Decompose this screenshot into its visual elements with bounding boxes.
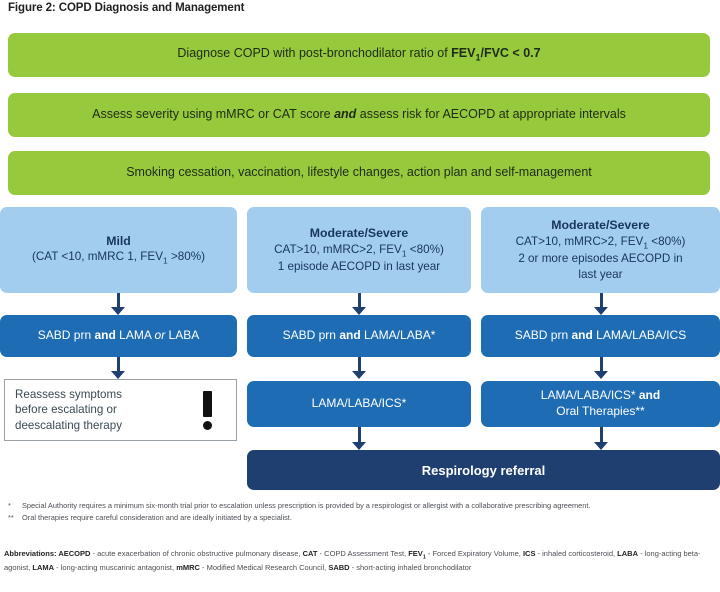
treatment-text: SABD prn and LAMA or LABA <box>37 328 200 343</box>
banner-assess-severity-text: Assess severity using mMRC or CAT score … <box>92 107 626 122</box>
criteria-line: 2 or more episodes AECOPD in <box>518 252 683 266</box>
criteria-title-moderate-severe-1: Moderate/Severe <box>309 225 409 240</box>
criteria-line: CAT>10, mMRC>2, FEV1 <80%) <box>515 234 686 250</box>
treatment-box-ms2-1: SABD prn and LAMA/LABA/ICS <box>481 315 720 357</box>
criteria-line: 1 episode AECOPD in last year <box>277 260 441 274</box>
reassess-text: Reassess symptoms before escalating or d… <box>15 387 192 433</box>
footnote-marker: ** <box>8 513 14 523</box>
footnote-row: * Special Authority requires a minimum s… <box>8 500 712 511</box>
abbreviations-block: Abbreviations: AECOPD - acute exacerbati… <box>4 548 716 575</box>
footnote-text: Special Authority requires a minimum six… <box>22 501 591 510</box>
reassess-line-2: before escalating or <box>15 403 117 417</box>
column-mild: Mild (CAT <10, mMRC 1, FEV1 >80%) <box>0 207 237 293</box>
footnote-text: Oral therapies require careful considera… <box>22 513 292 523</box>
banner-assess-severity: Assess severity using mMRC or CAT score … <box>8 93 710 137</box>
footnote-row: ** Oral therapies require careful consid… <box>8 512 712 523</box>
banner-lifestyle-text: Smoking cessation, vaccination, lifestyl… <box>126 165 592 180</box>
exclamation-mark-icon <box>192 390 222 430</box>
arrow-ms2-to-tx1 <box>594 293 608 315</box>
respirology-referral-label: Respirology referral <box>421 462 546 478</box>
treatment-text: LAMA/LABA/ICS* <box>311 396 407 411</box>
arrow-ms2-to-tx2 <box>594 357 608 379</box>
treatment-text: SABD prn and LAMA/LABA/ICS <box>514 328 687 343</box>
column-moderate-severe-2: Moderate/Severe CAT>10, mMRC>2, FEV1 <80… <box>481 207 720 293</box>
banner-diagnose-text: Diagnose COPD with post-bronchodilator r… <box>177 46 541 63</box>
column-moderate-severe-1: Moderate/Severe CAT>10, mMRC>2, FEV1 <80… <box>247 207 471 293</box>
footnotes: * Special Authority requires a minimum s… <box>8 500 712 525</box>
abbreviations-content: Abbreviations: AECOPD - acute exacerbati… <box>4 549 701 573</box>
criteria-line: (CAT <10, mMRC 1, FEV1 >80%) <box>31 250 206 266</box>
treatment-box-ms1-1: SABD prn and LAMA/LABA* <box>247 315 471 357</box>
arrow-mild-to-tx1 <box>111 293 125 315</box>
criteria-box-moderate-severe-2: Moderate/Severe CAT>10, mMRC>2, FEV1 <80… <box>481 207 720 293</box>
reassess-line-1: Reassess symptoms <box>15 388 122 402</box>
treatment-box-mild-1: SABD prn and LAMA or LABA <box>0 315 237 357</box>
criteria-box-mild: Mild (CAT <10, mMRC 1, FEV1 >80%) <box>0 207 237 293</box>
reassess-line-3: deescalating therapy <box>15 418 122 432</box>
page-title: Figure 2: COPD Diagnosis and Management <box>8 2 245 14</box>
banner-lifestyle: Smoking cessation, vaccination, lifestyl… <box>8 151 710 195</box>
respirology-referral-box: Respirology referral <box>247 450 720 490</box>
banner-diagnose: Diagnose COPD with post-bronchodilator r… <box>8 33 710 77</box>
treatment-text: SABD prn and LAMA/LABA* <box>282 328 436 343</box>
arrow-ms2-to-referral <box>594 427 608 450</box>
criteria-line: last year <box>578 268 623 282</box>
treatment-box-ms1-2: LAMA/LABA/ICS* <box>247 381 471 427</box>
footnote-marker: * <box>8 501 11 510</box>
criteria-title-moderate-severe-2: Moderate/Severe <box>551 218 650 233</box>
arrow-ms1-to-tx1 <box>352 293 366 315</box>
criteria-box-moderate-severe-1: Moderate/Severe CAT>10, mMRC>2, FEV1 <80… <box>247 207 471 293</box>
arrow-ms1-to-tx2 <box>352 357 366 379</box>
criteria-title-mild: Mild <box>106 233 131 248</box>
criteria-line: CAT>10, mMRC>2, FEV1 <80%) <box>274 242 444 258</box>
arrow-mild-to-reassess <box>111 357 125 379</box>
arrow-ms1-to-referral <box>352 427 366 450</box>
reassess-callout: Reassess symptoms before escalating or d… <box>4 379 237 441</box>
